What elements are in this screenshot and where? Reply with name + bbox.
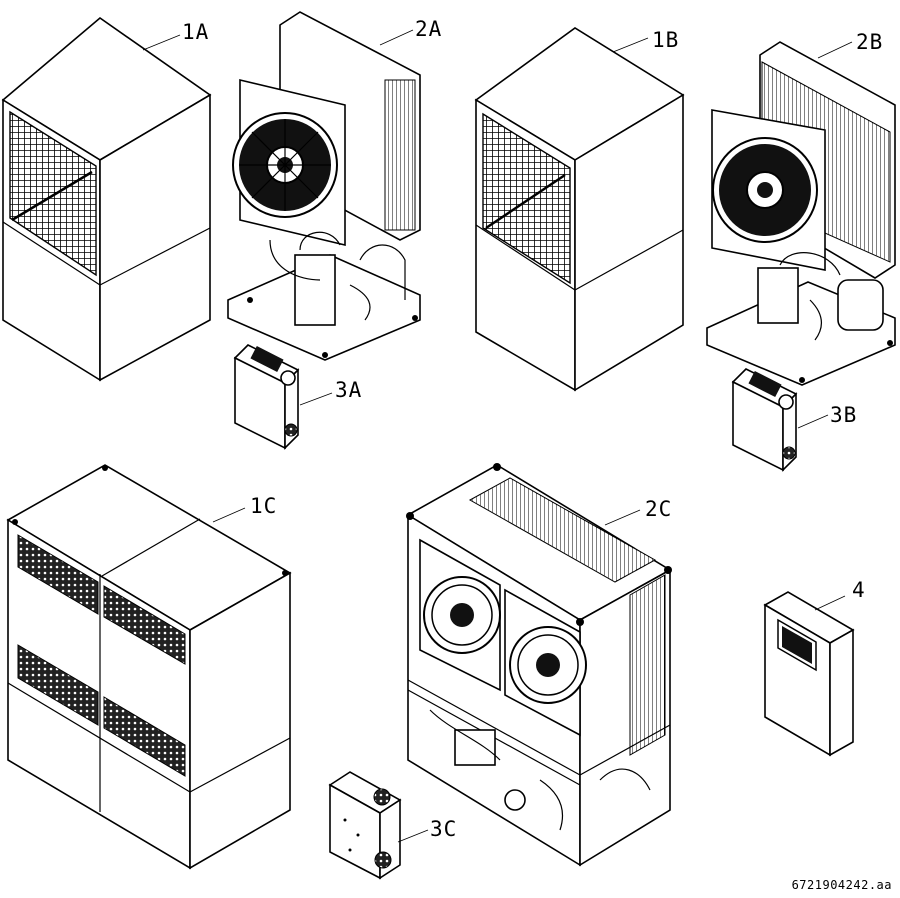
label-1b: 1B: [652, 28, 680, 52]
document-id: 6721904242.aa: [791, 878, 892, 892]
unit-2a-assembly: [227, 11, 421, 361]
unit-2c-frame: [406, 463, 672, 867]
unit-3a-box: [233, 344, 300, 450]
unit-1b-cabinet: [474, 27, 685, 392]
label-4: 4: [852, 578, 866, 602]
label-1c: 1C: [250, 494, 278, 518]
unit-4-control-cabinet: [763, 591, 855, 757]
label-3b: 3B: [830, 403, 858, 427]
label-3c: 3C: [430, 817, 458, 841]
label-1a: 1A: [182, 20, 210, 44]
label-2c: 2C: [645, 497, 673, 521]
label-2a: 2A: [415, 17, 443, 41]
unit-1a-cabinet: [1, 16, 212, 382]
unit-3b-box: [731, 368, 798, 472]
label-3a: 3A: [335, 378, 363, 402]
unit-3c-box: [328, 771, 402, 880]
label-2b: 2B: [856, 30, 884, 54]
unit-2b-assembly: [706, 41, 896, 386]
unit-1c-cabinet: [6, 464, 292, 870]
